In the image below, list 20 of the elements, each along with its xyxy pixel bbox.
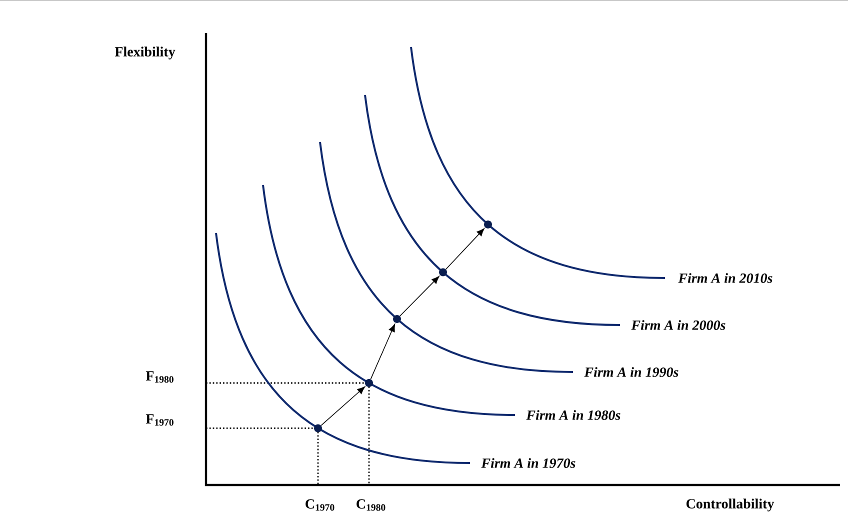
point-dot xyxy=(365,379,373,387)
arrow xyxy=(400,276,440,316)
curve-label: Firm A in 1970s xyxy=(481,458,576,468)
arrow xyxy=(320,386,366,426)
axis-label: F$_{1980}$ xyxy=(146,371,174,383)
arrow xyxy=(445,228,484,270)
curve-label: Firm A in 1980s xyxy=(526,410,620,420)
axis-label: Controllability xyxy=(686,498,774,512)
curve-label: Firm A in 1990s xyxy=(584,367,678,377)
axis-label: C$_{1970}$ xyxy=(306,499,334,511)
point-dot xyxy=(439,268,447,276)
point-dot xyxy=(484,220,492,228)
point-dot xyxy=(393,315,401,323)
axis-label: C$_{1980}$ xyxy=(356,499,386,511)
curve-label: Firm A in 2000s xyxy=(631,320,726,330)
axis-label: Flexibility xyxy=(114,46,176,60)
curve-label: Firm A in 2010s xyxy=(678,273,772,283)
arrow xyxy=(370,324,396,380)
axis-label: F$_{1970}$ xyxy=(146,414,174,426)
point-dot xyxy=(314,424,322,432)
